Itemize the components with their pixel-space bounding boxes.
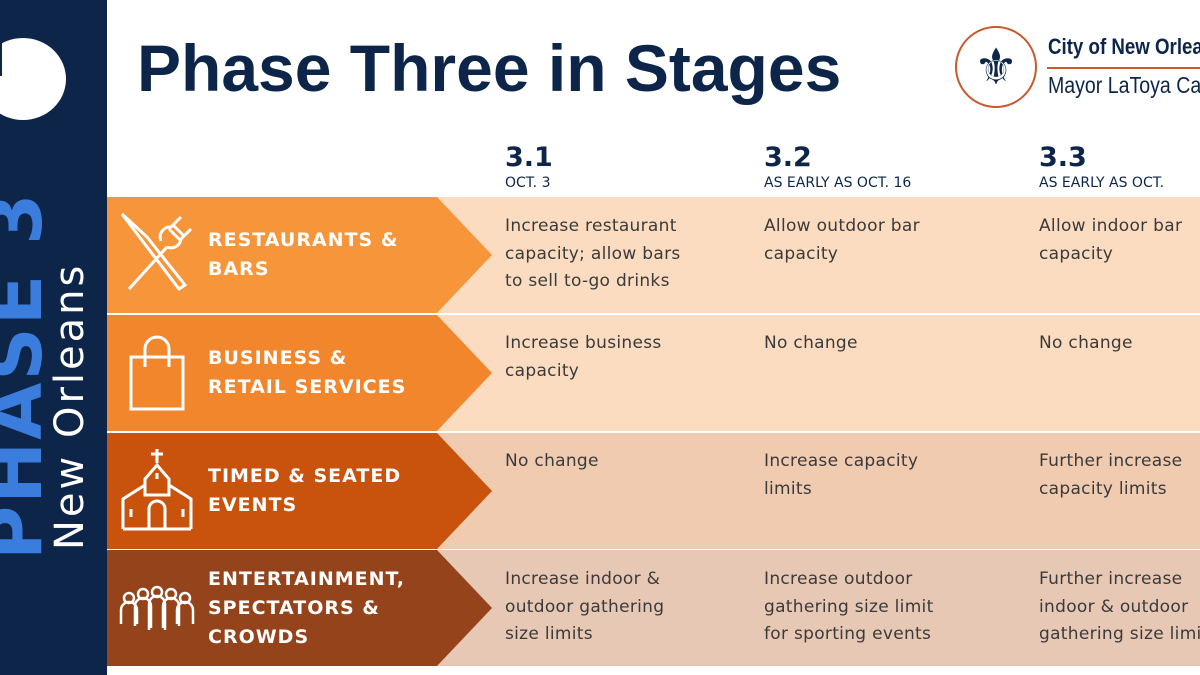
stage-cell: No change	[764, 333, 858, 353]
category-arrow: BUSINESS & RETAIL SERVICES	[107, 315, 492, 431]
clock-icon	[0, 38, 66, 120]
stage-cell: No change	[1039, 333, 1133, 353]
category-label-line: EVENTS	[208, 494, 298, 516]
logo-divider	[1047, 67, 1200, 69]
category-row: BUSINESS & RETAIL SERVICES Increase busine…	[107, 315, 1200, 431]
fleur-de-lis-logo-icon: ⚜	[955, 26, 1037, 108]
category-arrow: ENTERTAINMENT, SPECTATORS & CROWDS	[107, 550, 492, 666]
category-label-line: ENTERTAINMENT,	[208, 568, 406, 590]
category-row: RESTAURANTS & BARS Increase restaurant cap…	[107, 197, 1200, 313]
category-label-line: BUSINESS &	[208, 347, 348, 369]
fork-knife-icon	[117, 209, 197, 299]
stage-cell: Increase restaurant capacity; allow bars…	[505, 216, 681, 291]
stage-number: 3.2	[764, 142, 812, 173]
stage-cell: No change	[505, 451, 599, 471]
stage-header-3-3: 3.3 AS EARLY AS OCT.	[1039, 142, 1164, 191]
category-row: TIMED & SEATED EVENTS No change Increase ca…	[107, 433, 1200, 549]
stage-date: AS EARLY AS OCT.	[1039, 175, 1165, 191]
stage-cell: Allow indoor bar capacity	[1039, 216, 1183, 264]
phase-label: PHASE 3	[0, 191, 59, 560]
city-label: New Orleans	[47, 262, 93, 550]
category-label-line: RESTAURANTS &	[208, 229, 399, 251]
category-arrow: TIMED & SEATED EVENTS	[107, 433, 492, 549]
category-label-line: SPECTATORS &	[208, 597, 380, 619]
category-label: RESTAURANTS & BARS	[208, 226, 428, 284]
category-label-line: TIMED & SEATED	[208, 465, 402, 487]
stage-date: AS EARLY AS OCT. 16	[764, 175, 912, 191]
stage-number: 3.3	[1039, 142, 1087, 173]
stage-cell: Further increase indoor & outdoor gather…	[1039, 569, 1200, 644]
category-label-line: CROWDS	[208, 626, 310, 648]
stage-cell: Further increase capacity limits	[1039, 451, 1183, 499]
logo-mayor: Mayor LaToya Cantrell	[1048, 72, 1200, 98]
shopping-bag-icon	[117, 327, 197, 417]
stage-cell: Increase indoor & outdoor gathering size…	[505, 569, 665, 644]
category-label: BUSINESS & RETAIL SERVICES	[208, 344, 428, 402]
stage-cell: Allow outdoor bar capacity	[764, 216, 920, 264]
category-label: TIMED & SEATED EVENTS	[208, 462, 428, 520]
stage-number: 3.1	[505, 142, 553, 173]
logo-city: City of New Orleans	[1048, 34, 1200, 59]
category-label-line: RETAIL SERVICES	[208, 376, 407, 398]
stage-header-3-2: 3.2 AS EARLY AS OCT. 16	[764, 142, 911, 191]
category-row: ENTERTAINMENT, SPECTATORS & CROWDS Increase…	[107, 550, 1200, 666]
stage-cell: Increase outdoor gathering size limit fo…	[764, 569, 934, 644]
church-icon	[117, 445, 197, 535]
page-title: Phase Three in Stages	[137, 31, 842, 105]
category-label: ENTERTAINMENT, SPECTATORS & CROWDS	[208, 565, 428, 652]
stage-date: OCT. 3	[505, 175, 551, 191]
crowd-icon	[117, 562, 197, 652]
sidebar: PHASE 3 New Orleans	[0, 0, 107, 675]
stage-cell: Increase business capacity	[505, 333, 662, 381]
category-arrow: RESTAURANTS & BARS	[107, 197, 492, 313]
stage-cell: Increase capacity limits	[764, 451, 919, 499]
category-label-line: BARS	[208, 258, 270, 280]
